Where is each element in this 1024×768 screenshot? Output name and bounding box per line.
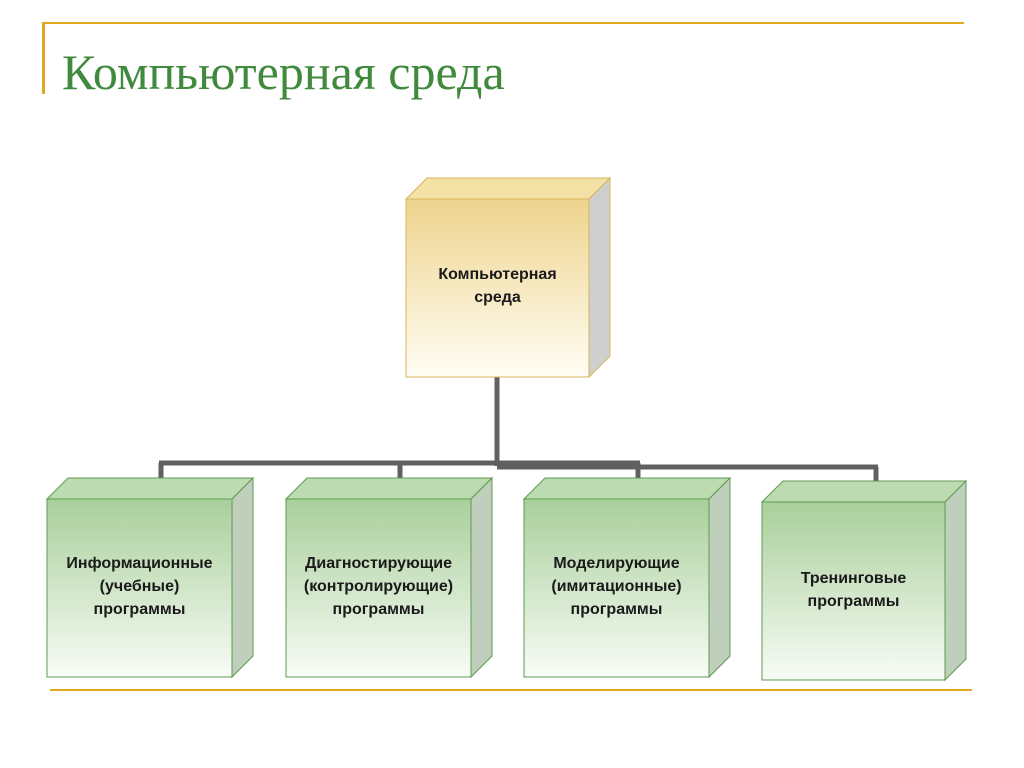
- child-node-1-top-face: [45, 477, 255, 500]
- child-node-2-label: Диагностирующие (контролирующие) програм…: [303, 555, 454, 619]
- child-node-1-front-face: [46, 498, 233, 678]
- child-node-1: [45, 476, 255, 679]
- child-node-4-label: Тренинговые программы: [800, 570, 907, 611]
- child-node-3-top-face: [522, 477, 732, 500]
- child-node-3: [522, 476, 732, 679]
- child-node-4: [760, 479, 968, 682]
- title-left-rule: [42, 22, 45, 94]
- child-node-1-label: Информационные (учебные) программы: [66, 555, 213, 619]
- child-node-3-front-face: [523, 498, 710, 678]
- root-node-top-face: [404, 177, 612, 200]
- root-node-front-face: [405, 198, 590, 378]
- child-node-2: [284, 476, 494, 679]
- root-node-label: Компьютерная среда: [438, 266, 557, 307]
- child-node-2-top-face: [284, 477, 494, 500]
- root-node: [404, 176, 612, 379]
- title-top-rule: [42, 22, 964, 24]
- root-node-side-face: [588, 176, 611, 379]
- child-node-4-side-face: [944, 479, 967, 682]
- child-node-4-top-face: [760, 480, 968, 503]
- child-node-2-front-face: [285, 498, 472, 678]
- slide-title: Компьютерная среда: [62, 44, 505, 100]
- connector-lines: [158, 376, 879, 481]
- bottom-rule: [50, 689, 972, 691]
- child-node-3-label: Моделирующие (имитационные) программы: [551, 555, 682, 619]
- child-node-4-front-face: [761, 501, 946, 681]
